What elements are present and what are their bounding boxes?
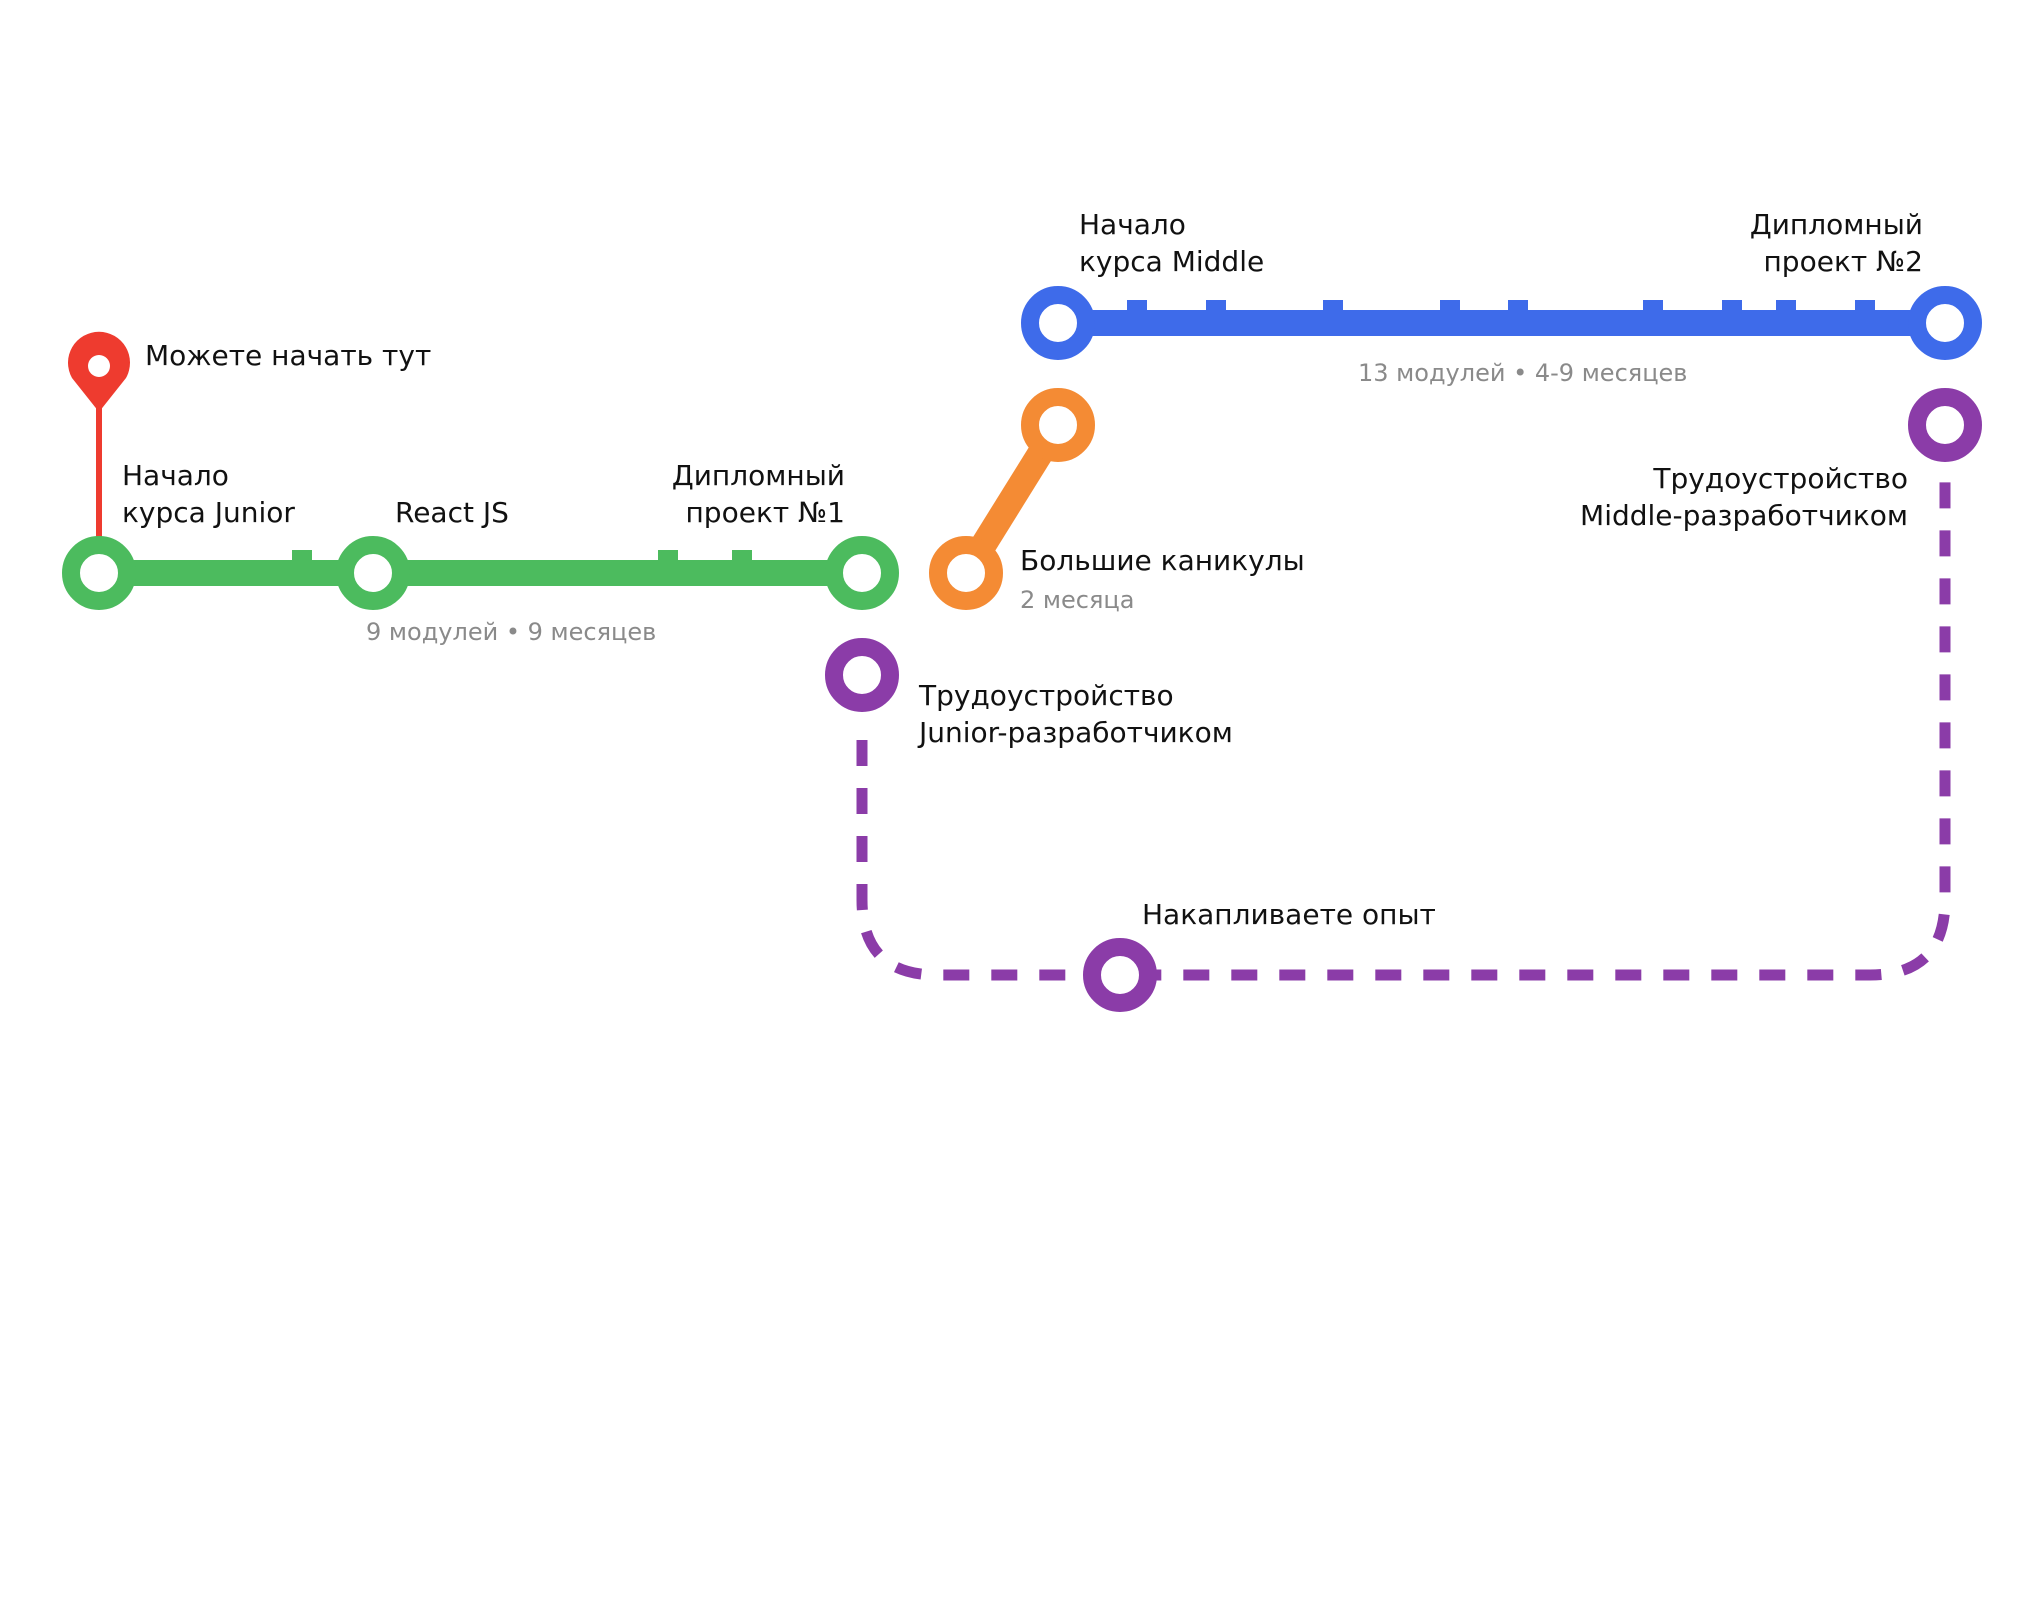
station-diploma1-icon xyxy=(825,536,899,610)
station-junior-start-icon xyxy=(62,536,136,610)
middle-module-tick xyxy=(1508,300,1528,314)
junior-module-tick xyxy=(732,550,752,564)
station-vacation-end-icon xyxy=(1021,388,1095,462)
diploma1-label: Дипломный проект №1 xyxy=(671,459,845,529)
vacation-meta-label: 2 месяца xyxy=(1020,586,1135,614)
middle-module-tick xyxy=(1855,300,1875,314)
middle-module-tick xyxy=(1440,300,1460,314)
station-middle-start-icon xyxy=(1021,286,1095,360)
junior-job-label: Трудоустройство Junior-разработчиком xyxy=(919,679,1233,749)
junior-meta-label: 9 модулей • 9 месяцев xyxy=(366,618,657,646)
middle-module-tick xyxy=(1323,300,1343,314)
station-middle-job-icon xyxy=(1908,388,1982,462)
middle-start-label: Начало курса Middle xyxy=(1079,208,1265,278)
map-pin-icon xyxy=(67,331,130,412)
middle-module-tick xyxy=(1722,300,1742,314)
middle-module-tick xyxy=(1643,300,1663,314)
react-label: React JS xyxy=(395,496,509,529)
station-junior-job-icon xyxy=(825,638,899,712)
middle-meta-label: 13 модулей • 4-9 месяцев xyxy=(1358,359,1688,387)
junior-start-label: Начало курса Junior xyxy=(122,459,295,529)
station-diploma2-icon xyxy=(1908,286,1982,360)
junior-module-tick xyxy=(292,550,312,564)
station-vacation-icon xyxy=(929,536,1003,610)
experience-label: Накапливаете опыт xyxy=(1142,898,1436,931)
experience-loop-line xyxy=(856,440,1951,981)
station-react-icon xyxy=(336,536,410,610)
middle-job-label: Трудоустройство Middle-разработчиком xyxy=(1580,462,1908,532)
vacation-label: Большие каникулы xyxy=(1020,544,1305,577)
start-here-label: Можете начать тут xyxy=(145,339,432,372)
middle-module-tick xyxy=(1206,300,1226,314)
junior-module-tick xyxy=(658,550,678,564)
middle-module-tick xyxy=(1776,300,1796,314)
station-experience-icon xyxy=(1083,938,1157,1012)
diploma2-label: Дипломный проект №2 xyxy=(1749,208,1923,278)
middle-module-tick xyxy=(1127,300,1147,314)
